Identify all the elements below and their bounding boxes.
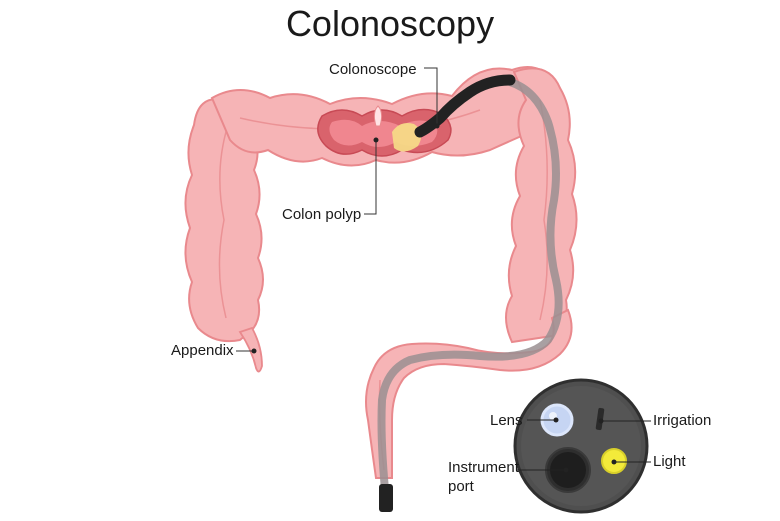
label-irrigation: Irrigation xyxy=(653,412,711,429)
colonoscope xyxy=(377,74,563,512)
label-instrument-line1: Instrument xyxy=(448,459,520,476)
label-light: Light xyxy=(653,453,686,470)
scope-tip-crosssection: Lens Irrigation Instrument port Light xyxy=(448,378,711,514)
colon-interior xyxy=(317,105,452,157)
sigmoid-colon xyxy=(365,308,573,479)
colonoscope-handle xyxy=(379,484,393,512)
colonoscope-tube xyxy=(377,78,563,504)
colon xyxy=(184,66,578,479)
colon-polyp-shape xyxy=(373,105,383,127)
labels: Colonoscope Colon polyp Appendix xyxy=(171,61,440,359)
label-instrument-line2: port xyxy=(448,478,475,495)
label-colon-polyp: Colon polyp xyxy=(282,206,361,223)
appendix-shape xyxy=(238,326,263,373)
label-lens: Lens xyxy=(490,412,523,429)
colonoscope-black-tip xyxy=(414,74,516,138)
diagram-title: Colonoscopy xyxy=(285,3,495,44)
scope-light-glow xyxy=(392,123,422,152)
label-colonoscope: Colonoscope xyxy=(329,61,417,78)
label-appendix: Appendix xyxy=(171,342,234,359)
